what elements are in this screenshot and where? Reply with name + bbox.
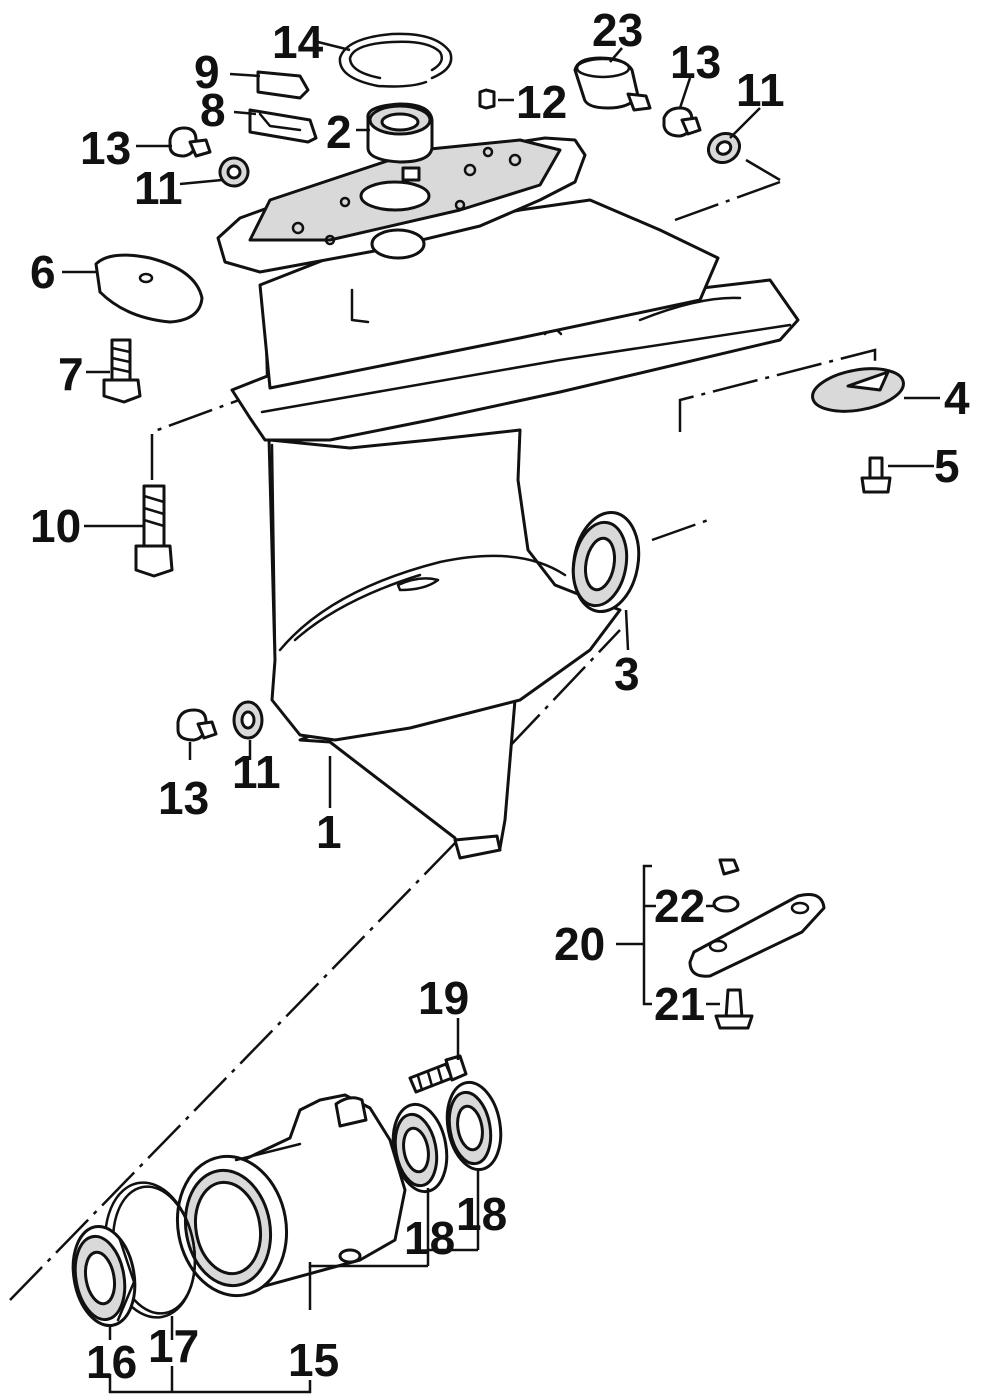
callout-10: 10	[30, 500, 81, 552]
callout-14: 14	[272, 16, 324, 68]
snap-ring	[338, 32, 453, 88]
screw-5	[860, 456, 892, 494]
callout-23: 23	[592, 4, 643, 56]
gasket-middle	[232, 700, 264, 740]
bearing-carrier	[175, 1093, 407, 1298]
screw-plug-top-right	[662, 106, 702, 138]
drain-plug-23	[573, 56, 652, 112]
oil-seal	[571, 510, 641, 614]
screw-plug-middle	[176, 708, 218, 742]
bearing-18-right	[445, 1080, 503, 1172]
bolt-7	[102, 338, 142, 404]
callout-1: 1	[316, 806, 342, 858]
callout-18-right: 18	[456, 1188, 507, 1240]
callout-8: 8	[200, 84, 226, 136]
gasket-top-right	[706, 131, 742, 165]
bolt-10	[134, 484, 174, 578]
gasket-top-left	[218, 156, 250, 188]
needle-bearing	[366, 102, 434, 164]
dowel-pin	[478, 88, 496, 110]
cover-plate	[94, 253, 204, 324]
callout-6: 6	[30, 246, 56, 298]
callout-13-middle: 13	[158, 772, 209, 824]
callout-11-middle: 11	[232, 746, 281, 798]
callout-22: 22	[654, 880, 705, 932]
screw-plug-top-left	[168, 126, 212, 158]
callout-18-left: 18	[404, 1212, 455, 1264]
callout-21: 21	[654, 978, 705, 1030]
trim-tab-washer	[811, 367, 905, 413]
cover-assembly	[688, 858, 826, 1030]
retainer-plates	[248, 70, 318, 144]
callout-11-top-left: 11	[134, 162, 183, 214]
bolt-19	[408, 1054, 468, 1094]
callout-7: 7	[58, 348, 84, 400]
callout-15: 15	[288, 1334, 339, 1386]
callout-3: 3	[614, 648, 640, 700]
callout-5: 5	[934, 440, 960, 492]
callout-19: 19	[418, 972, 469, 1024]
callout-17: 17	[148, 1320, 199, 1372]
callout-16: 16	[86, 1336, 137, 1388]
callout-4: 4	[944, 372, 970, 424]
gearcase-housing	[216, 136, 800, 860]
callout-20: 20	[554, 918, 605, 970]
callout-13-top-right: 13	[670, 36, 721, 88]
callout-labels: 14 9 8 2 13 11 12 23 13 11 6 7 4 5 10 3 …	[30, 4, 970, 1388]
callout-13-top-left: 13	[80, 122, 131, 174]
ball-bearing	[71, 1224, 137, 1328]
callout-2: 2	[326, 106, 352, 158]
bearing-18-left	[391, 1102, 449, 1194]
callout-12: 12	[516, 76, 567, 128]
callout-9: 9	[194, 46, 220, 98]
callout-11-top-right: 11	[736, 64, 785, 116]
leader-lines	[62, 40, 940, 1394]
